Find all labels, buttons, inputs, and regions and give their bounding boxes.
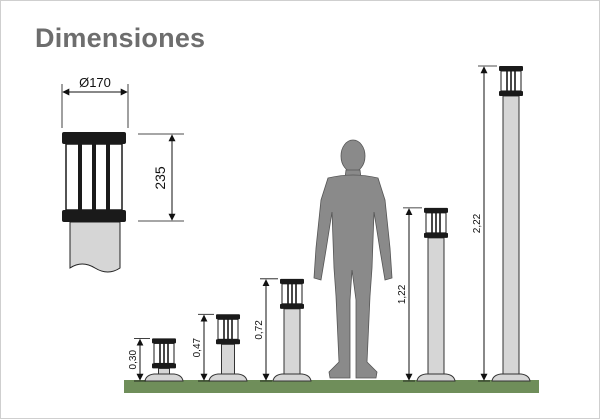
height-label-2: 0,47 <box>192 337 203 357</box>
bollard-cap <box>424 207 448 213</box>
bollards-group: 0,30 0,47 0,72 1,22 2,22 <box>128 65 531 382</box>
height-label-1: 0,30 <box>128 350 139 370</box>
bollard-4 <box>416 207 456 382</box>
height-dimension-3: 0,72 <box>254 278 278 382</box>
height-label-5: 2,22 <box>472 213 483 233</box>
bollard-pole <box>283 308 301 375</box>
bollard-base <box>208 373 248 382</box>
ground-strip <box>124 380 539 393</box>
bollard-5 <box>491 65 531 382</box>
bollard-base <box>272 373 312 382</box>
human-silhouette <box>313 139 393 379</box>
bollard-base <box>144 373 184 382</box>
bollard-collar <box>152 363 176 369</box>
height-dimension-5: 2,22 <box>472 65 497 382</box>
bollard-cap <box>152 338 176 344</box>
bollard-collar <box>216 339 240 345</box>
bollard-cap <box>216 314 240 320</box>
bollard-3 <box>272 278 312 382</box>
page-title: Dimensiones <box>35 23 206 53</box>
bollard-cap <box>280 278 304 284</box>
bollard-1 <box>144 338 184 382</box>
height-dimension-4: 1,22 <box>397 207 422 382</box>
height-label: 235 <box>152 166 168 190</box>
bollard-pole <box>502 95 520 375</box>
bollard-pole <box>158 367 170 375</box>
bollard-base <box>416 373 456 382</box>
bollard-collar <box>280 303 304 309</box>
bollard-collar <box>499 90 523 96</box>
height-label-4: 1,22 <box>397 284 408 304</box>
lamp-detail: Ø170 235 <box>61 75 184 273</box>
height-dimension-1: 0,30 <box>128 338 150 382</box>
height-dimension-2: 0,47 <box>192 313 214 382</box>
bollard-collar <box>424 232 448 238</box>
diameter-label: Ø170 <box>79 75 111 90</box>
bollard-base <box>491 373 531 382</box>
bollard-cap <box>499 65 523 71</box>
bollard-pole <box>427 237 445 375</box>
bollard-pole <box>221 343 235 375</box>
bollard-2 <box>208 314 248 382</box>
height-label-3: 0,72 <box>254 320 265 340</box>
